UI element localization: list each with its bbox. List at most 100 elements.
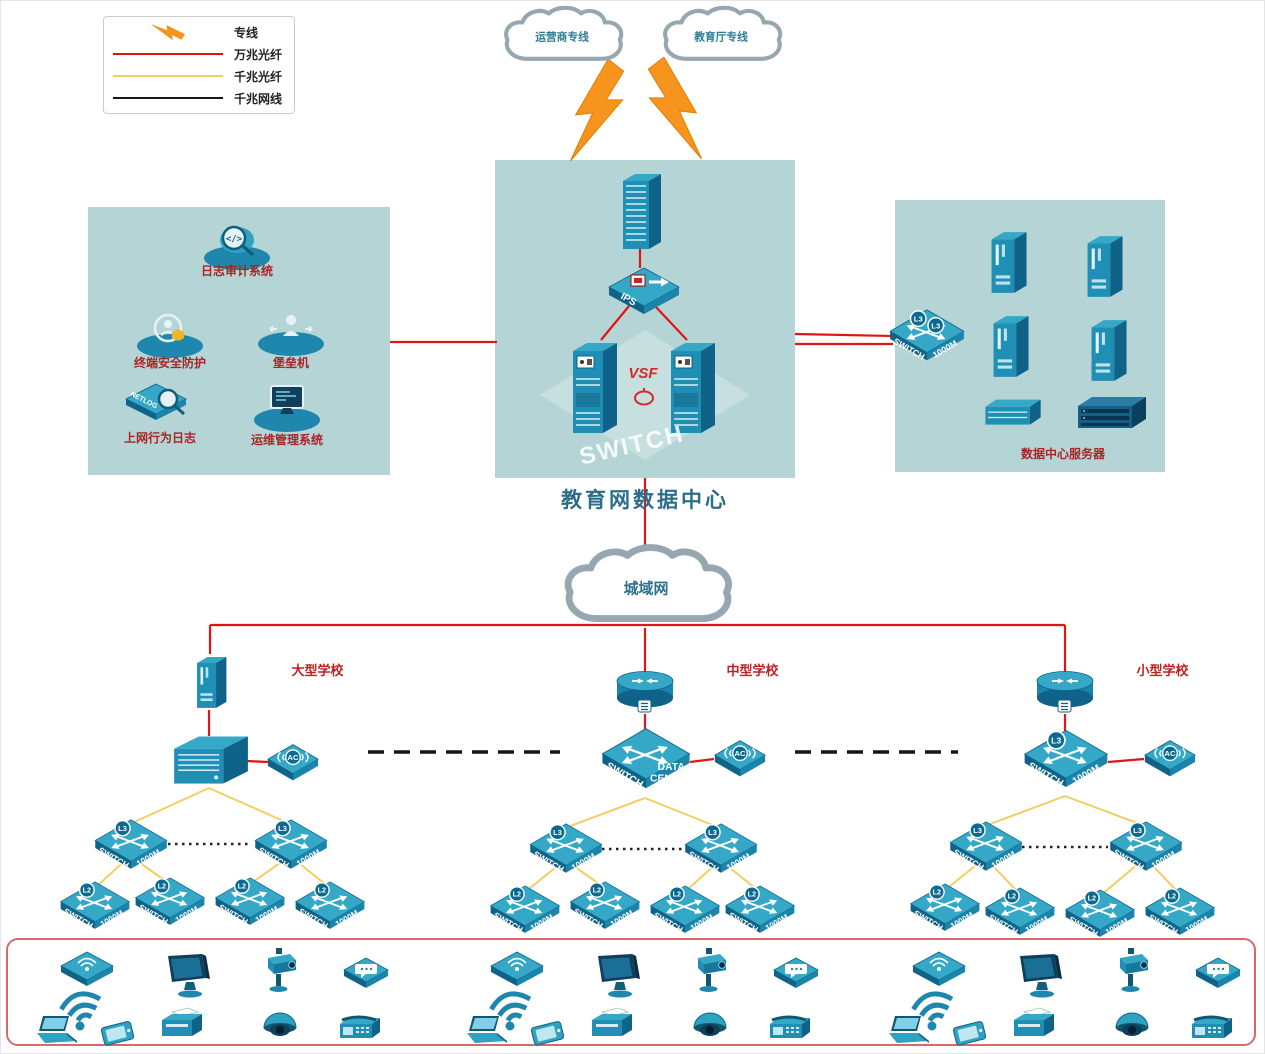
rack-server[interactable] — [980, 392, 1046, 434]
legend-label: 千兆光纤 — [234, 69, 283, 84]
svg-text:L2: L2 — [513, 890, 521, 899]
l2-switch[interactable]: L2 SWITCH 1000M — [567, 878, 643, 940]
svg-text:AC: AC — [734, 749, 746, 758]
smartphone[interactable] — [96, 1020, 142, 1050]
l2-switch[interactable]: L2 SWITCH 1000M — [907, 880, 983, 942]
dome-camera[interactable] — [690, 1010, 730, 1044]
wireless-ap-icon — [60, 951, 114, 986]
wifi-signal[interactable] — [908, 986, 960, 1032]
ops-system[interactable] — [251, 378, 323, 434]
im-terminal[interactable] — [1194, 956, 1242, 990]
dome-camera[interactable] — [1112, 1010, 1152, 1044]
switch-icon: L3 SWITCH 1000M — [254, 819, 328, 870]
terminal-security[interactable] — [134, 304, 206, 360]
ips-icon: IPS — [608, 267, 680, 314]
laptop[interactable] — [462, 1014, 512, 1046]
l2-switch[interactable]: L2 SWITCH 1000M — [57, 878, 133, 940]
smartphone[interactable] — [526, 1020, 572, 1050]
vsf-core-switch-1[interactable] — [563, 335, 625, 439]
dome-camera[interactable] — [260, 1010, 300, 1044]
im-terminal[interactable] — [342, 956, 390, 990]
rack-server[interactable] — [1072, 390, 1152, 436]
legend-item-1g-cable: 千兆网线 — [112, 87, 286, 109]
large-school-ac[interactable]: AC — [264, 740, 322, 786]
l2-switch[interactable]: L2 SWITCH 1000M — [647, 882, 723, 944]
ptz-camera[interactable] — [686, 948, 732, 994]
svg-text:L2: L2 — [1008, 892, 1016, 901]
l3-switch[interactable]: L3 SWITCH 1000M — [946, 818, 1026, 882]
datacenter-server[interactable] — [1084, 314, 1130, 386]
audit-system[interactable]: </> — [201, 216, 273, 272]
printer[interactable] — [1010, 1006, 1060, 1042]
ips-device[interactable]: IPS — [605, 264, 683, 316]
svg-text:L3: L3 — [1051, 735, 1061, 745]
router-icon — [616, 671, 674, 713]
desktop-monitor[interactable] — [1014, 952, 1064, 1000]
svg-text:L3: L3 — [973, 826, 982, 835]
vsf-core-switch-2[interactable] — [661, 335, 723, 439]
l3-switch[interactable]: L3 SWITCH 1000M — [1106, 818, 1186, 882]
l2-switch[interactable]: L2 SWITCH 1000M — [1142, 884, 1218, 946]
man-cloud[interactable]: 城域网 — [535, 544, 757, 637]
l2-switch[interactable]: L2 SWITCH 1000M — [132, 874, 208, 936]
im-terminal[interactable] — [772, 956, 820, 990]
datacenter-server[interactable] — [986, 310, 1032, 382]
desktop-monitor[interactable] — [162, 952, 212, 1000]
core-server-icon — [671, 343, 715, 433]
switch-icon: L2 SWITCH 1000M — [984, 887, 1056, 937]
medium-school-ac[interactable]: AC — [711, 736, 769, 782]
smartphone-icon — [100, 1021, 135, 1046]
laptop[interactable] — [32, 1014, 82, 1046]
l2-switch[interactable]: L2 SWITCH 1000M — [212, 874, 288, 936]
printer[interactable] — [158, 1006, 208, 1042]
medium-school-router[interactable] — [612, 668, 678, 718]
l2-switch[interactable]: L2 SWITCH 1000M — [292, 878, 368, 940]
l2-switch[interactable]: L2 SWITCH 1000M — [982, 884, 1058, 946]
laptop[interactable] — [884, 1014, 934, 1046]
ptz-camera[interactable] — [1108, 948, 1154, 994]
bastion-host[interactable] — [255, 302, 327, 358]
smartphone[interactable] — [948, 1020, 994, 1050]
ptz-camera-icon — [1120, 948, 1148, 992]
terminal-security-icon — [137, 313, 203, 358]
large-school-gateway[interactable] — [191, 650, 229, 714]
carrier-cloud[interactable]: 运营商专线 — [487, 5, 637, 72]
switch-icon: L2 SWITCH 1000M — [134, 877, 206, 927]
education-cloud[interactable]: 教育厅专线 — [645, 5, 797, 72]
small-school-router[interactable] — [1032, 668, 1098, 718]
vsf-link-icon — [634, 388, 654, 406]
wireless-ap[interactable] — [488, 950, 546, 988]
switch-icon: L2 SWITCH 1000M — [1064, 889, 1136, 939]
svg-text:L2: L2 — [83, 886, 91, 895]
printer[interactable] — [588, 1006, 638, 1042]
l2-switch[interactable]: L2 SWITCH 1000M — [1062, 886, 1138, 948]
l3-switch[interactable]: L3 SWITCH 1000M — [526, 820, 606, 884]
ptz-camera[interactable] — [256, 948, 302, 994]
datacenter-server[interactable] — [984, 226, 1030, 298]
wireless-ap[interactable] — [58, 950, 116, 988]
wireless-ap[interactable] — [910, 950, 968, 988]
l2-switch[interactable]: L2 SWITCH 1000M — [487, 882, 563, 944]
l2-switch[interactable]: L2 SWITCH 1000M — [722, 882, 798, 944]
router-icon — [1036, 671, 1094, 713]
legend-label: 专线 — [234, 25, 259, 40]
wifi-signal[interactable] — [486, 986, 538, 1032]
printer-icon — [1014, 1007, 1054, 1036]
netlog-system[interactable]: NETLOG — [124, 380, 196, 430]
fax-phone[interactable] — [1186, 1012, 1236, 1044]
fax-phone[interactable] — [764, 1012, 814, 1044]
small-school-ac[interactable]: AC — [1141, 736, 1199, 782]
small-school-core-switch[interactable]: L3 SWITCH 1000M — [1019, 726, 1113, 800]
l3-switch[interactable]: L3 SWITCH 1000M — [681, 820, 761, 884]
netlog-icon: NETLOG — [125, 383, 187, 420]
datacenter-server[interactable] — [1080, 230, 1126, 302]
l3-switch[interactable]: L3 SWITCH 1000M — [91, 816, 171, 880]
fax-phone[interactable] — [334, 1012, 384, 1044]
large-school-core[interactable] — [168, 730, 252, 790]
wifi-signal[interactable] — [56, 986, 108, 1032]
desktop-monitor[interactable] — [592, 952, 642, 1000]
core-firewall[interactable] — [614, 168, 666, 254]
l3-switch[interactable]: L3 SWITCH 1000M — [251, 816, 331, 880]
